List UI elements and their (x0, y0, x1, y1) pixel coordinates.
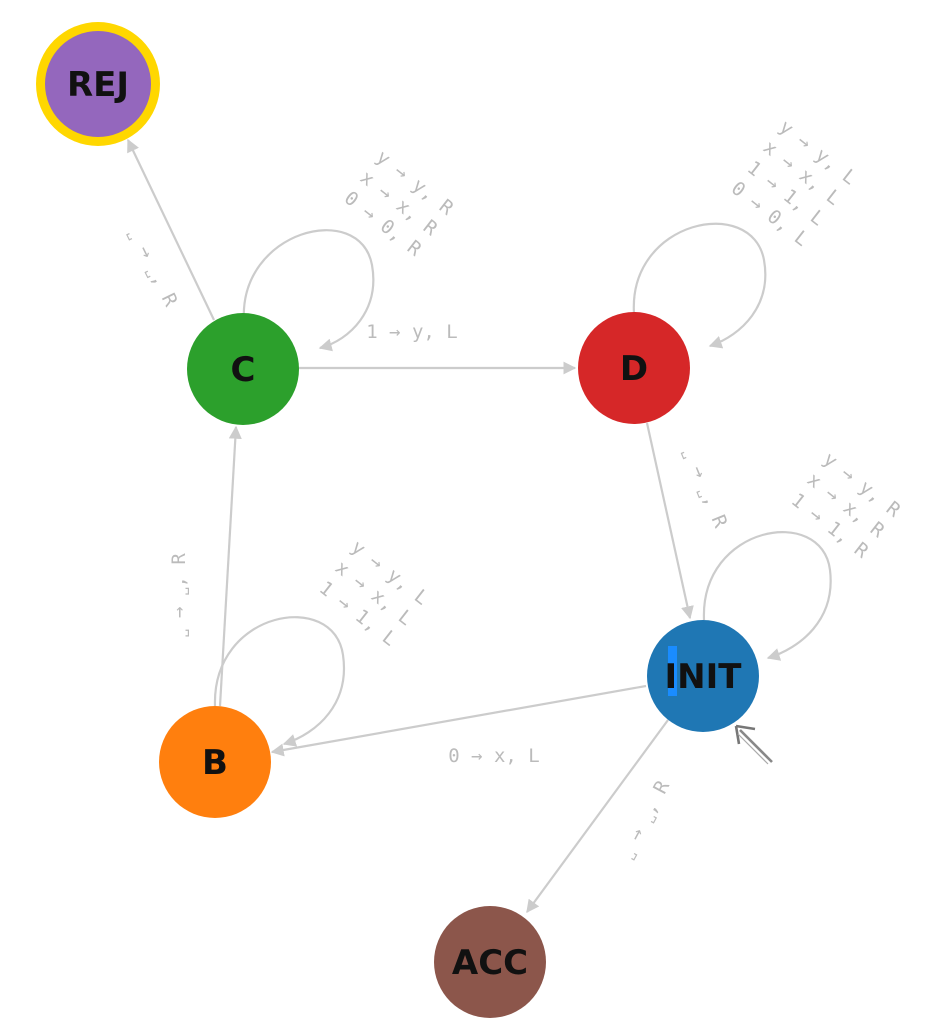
text-cursor-highlight (668, 646, 677, 696)
edge-c-loop: y → y, R x → x, R 0 → 0, R (242, 146, 458, 352)
node-d-label: D (620, 349, 648, 389)
edge-label: ˽ → ˽, R (680, 445, 732, 531)
edge-label: ˽ → ˽, R (168, 553, 190, 637)
node-b[interactable]: B (159, 706, 271, 818)
edge-c-d: 1 → y, L (298, 321, 577, 375)
node-b-label: B (202, 743, 228, 783)
edge-label: ˽ → ˽, R (615, 777, 674, 862)
node-acc-label: ACC (452, 943, 528, 983)
node-d[interactable]: D (578, 312, 690, 424)
node-rej[interactable]: REJ (36, 22, 160, 146)
node-c[interactable]: C (187, 313, 299, 425)
edge-init-acc: ˽ → ˽, R (526, 719, 674, 914)
edge-init-b: 0 → x, L (270, 684, 647, 767)
edge-label: ˽ → ˽, R (125, 225, 182, 310)
node-c-circle (187, 313, 299, 425)
node-rej-circle (45, 31, 151, 137)
node-acc[interactable]: ACC (434, 906, 546, 1018)
edge-label: 1 → y, L (366, 321, 458, 343)
node-b-circle (159, 706, 271, 818)
edge-b-c: ˽ → ˽, R (168, 425, 242, 707)
node-d-circle (578, 312, 690, 424)
edge-d-loop: y → y, L x → x, L 1 → 1, L 0 → 0, L (632, 116, 861, 349)
node-c-label: C (231, 350, 256, 390)
node-acc-circle (434, 906, 546, 1018)
edge-c-rej: ˽ → ˽, R (125, 138, 215, 321)
node-init-label: INIT (665, 657, 743, 697)
node-init[interactable]: INIT (647, 620, 759, 732)
start-arrow-icon (734, 724, 773, 765)
edge-init-loop: y → y, R x → x, R 1 → 1, R (702, 448, 905, 661)
edge-label: 0 → x, L (448, 745, 540, 767)
node-rej-label: REJ (67, 65, 129, 105)
edge-d-init: ˽ → ˽, R (645, 422, 732, 620)
edge-b-loop: y → y, L x → x, L 1 → 1, L (213, 536, 433, 747)
